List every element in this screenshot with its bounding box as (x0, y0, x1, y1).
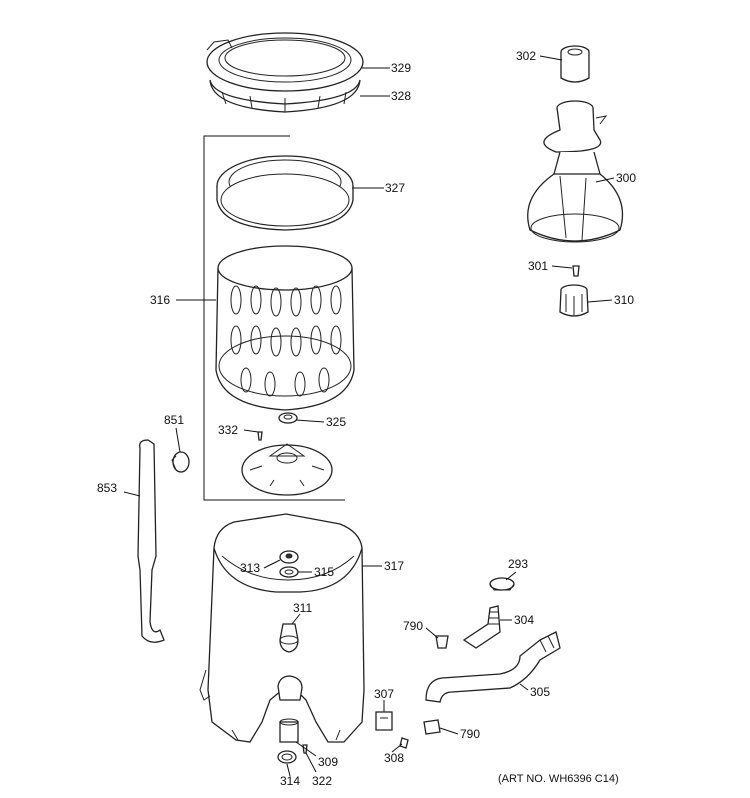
callout-309: 309 (318, 755, 338, 769)
callout-300: 300 (616, 171, 636, 185)
part-327-tub-ring[interactable] (216, 155, 354, 231)
leader-lines (123, 55, 615, 777)
part-853-overflow-hose[interactable] (137, 439, 165, 643)
part-hub-plate[interactable] (241, 443, 333, 496)
part-304-hose[interactable] (462, 605, 501, 649)
part-309-clamp[interactable] (279, 718, 299, 743)
part-305-drain-hose[interactable] (425, 631, 561, 703)
part-310-coupling[interactable] (559, 284, 589, 317)
part-328-balance-ring[interactable] (209, 79, 361, 113)
assembly-316-bracket (203, 135, 345, 501)
callout-308: 308 (384, 751, 404, 765)
callout-313: 313 (240, 561, 260, 575)
callout-301: 301 (528, 259, 548, 273)
part-790-clip-upper[interactable] (435, 635, 449, 649)
callout-310: 310 (614, 293, 634, 307)
callout-327: 327 (385, 181, 405, 195)
part-301-screw[interactable] (572, 265, 580, 277)
part-308-screw[interactable] (399, 737, 409, 749)
part-293-clamp[interactable] (489, 577, 515, 591)
callout-311: 311 (293, 601, 312, 615)
callout-307: 307 (374, 687, 394, 701)
part-790-clip-lower[interactable] (423, 719, 441, 735)
part-311-boot[interactable] (279, 623, 299, 653)
callout-851: 851 (164, 413, 184, 427)
callout-293: 293 (508, 557, 528, 571)
part-315-seal[interactable] (279, 566, 299, 578)
callout-329: 329 (391, 61, 411, 75)
part-307-bracket[interactable] (375, 711, 393, 731)
callout-328: 328 (391, 89, 411, 103)
callout-332: 332 (218, 423, 238, 437)
callout-790-lower: 790 (460, 727, 480, 741)
callout-315: 315 (314, 565, 334, 579)
part-314-ring[interactable] (277, 750, 297, 764)
part-332-screw[interactable] (257, 431, 263, 441)
callout-305: 305 (530, 685, 550, 699)
callout-317: 317 (384, 559, 404, 573)
callout-labels: 329 328 327 316 325 332 851 853 317 313 … (97, 49, 636, 788)
callout-316: 316 (150, 293, 170, 307)
callout-325: 325 (326, 415, 346, 429)
art-number: (ART NO. WH6396 C14) (498, 773, 619, 785)
part-325-nut[interactable] (278, 412, 298, 424)
part-basket[interactable] (215, 245, 355, 411)
part-313-bearing[interactable] (279, 550, 299, 564)
callout-314: 314 (280, 774, 300, 788)
part-851-fitting[interactable] (171, 451, 190, 473)
part-drain-outlet[interactable] (277, 675, 303, 701)
callout-302: 302 (516, 49, 536, 63)
part-302-cap[interactable] (560, 45, 590, 83)
callout-322: 322 (312, 774, 332, 788)
part-329-lid-ring[interactable] (206, 32, 364, 92)
part-300-agitator[interactable] (527, 100, 624, 243)
callout-853: 853 (97, 481, 117, 495)
callout-304: 304 (514, 613, 534, 627)
callout-790-upper: 790 (403, 619, 423, 633)
